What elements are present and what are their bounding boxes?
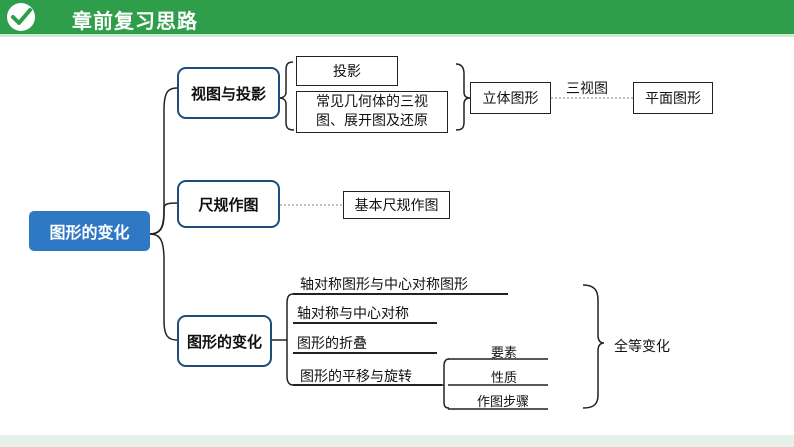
check-icon: [7, 3, 35, 31]
label-properties: 性质: [491, 371, 518, 386]
node-basic-construction: 基本尺规作图: [343, 191, 450, 219]
header-bar: [0, 0, 794, 34]
node-three-views-line2: 图、展开图及还原: [316, 113, 428, 129]
branch-ruler-compass: 尺规作图: [177, 180, 280, 228]
footer-bar: [0, 435, 794, 447]
label-axis-center-symmetry: 轴对称与中心对称: [297, 306, 409, 322]
label-elements: 要素: [491, 346, 518, 361]
node-three-views-line1: 常见几何体的三视: [316, 94, 428, 110]
branch-views-projection: 视图与投影: [177, 67, 280, 119]
label-steps: 作图步骤: [477, 395, 530, 410]
root-node: 图形的变化: [29, 211, 150, 251]
node-solid: 立体图形: [470, 82, 551, 114]
node-plane: 平面图形: [633, 82, 713, 114]
label-folding: 图形的折叠: [297, 336, 367, 352]
branch-transformations: 图形的变化: [177, 315, 272, 367]
node-three-views: 常见几何体的三视 图、展开图及还原: [296, 91, 448, 133]
node-projection: 投影: [296, 56, 398, 86]
label-axis-center-figures: 轴对称图形与中心对称图形: [300, 277, 468, 293]
label-translate-rotate: 图形的平移与旋转: [300, 369, 412, 385]
header-underline: [0, 34, 794, 37]
label-congruent: 全等变化: [614, 339, 670, 355]
page-title: 章前复习思路: [72, 9, 198, 33]
label-three-views: 三视图: [566, 81, 608, 97]
